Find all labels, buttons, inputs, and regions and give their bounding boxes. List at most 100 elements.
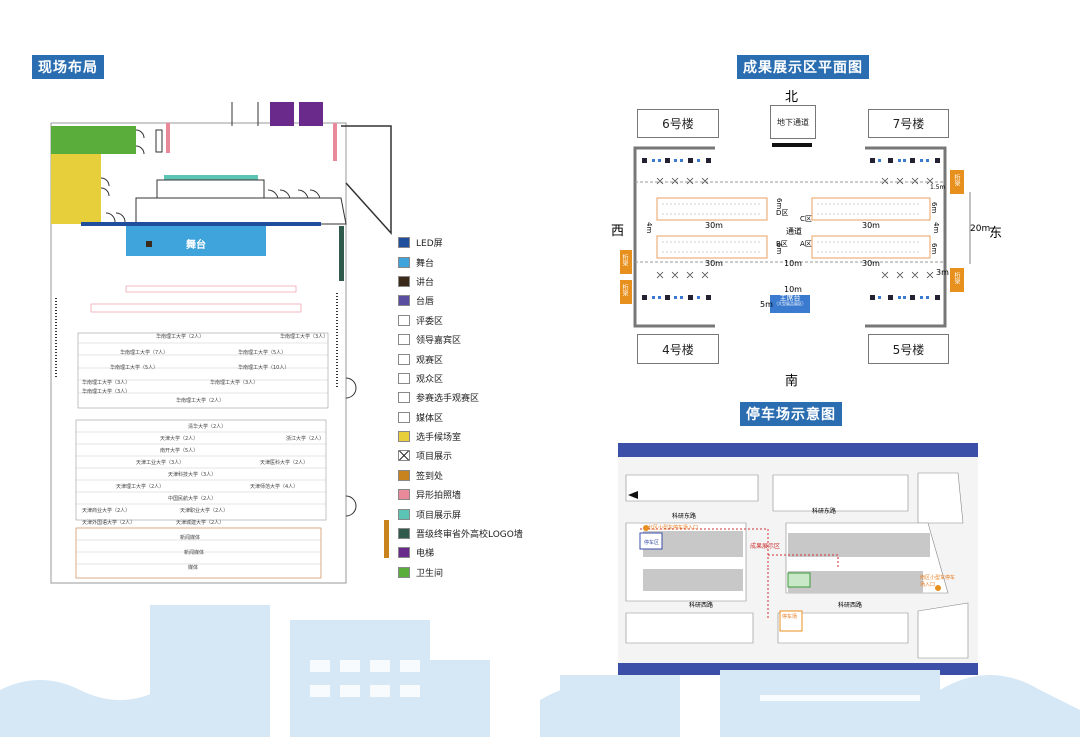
- dim-6m-2: 6m: [930, 202, 938, 214]
- legend-swatch: [398, 314, 410, 326]
- seat-label: 中国民航大学（2人）: [168, 496, 217, 502]
- truss-label-e1: 桁架: [953, 174, 960, 186]
- legend-item: 异形拍照墙: [398, 485, 523, 504]
- dim-5m: 5m: [760, 300, 773, 309]
- seat-label: 新闻媒体: [180, 535, 201, 541]
- parking-label-exhibit: 成果展示区: [750, 543, 781, 550]
- underpass: 地下通道: [770, 105, 816, 139]
- seat-label: 媒体: [188, 565, 199, 571]
- direction-north: 北: [785, 90, 799, 105]
- legend-item: 媒体区: [398, 408, 523, 427]
- elevator-2: [299, 102, 323, 126]
- parking-label-south: 南区小型车停车场入口: [920, 575, 956, 588]
- building-7: 7号楼: [868, 109, 949, 138]
- legend-item: 卫生间: [398, 563, 523, 582]
- legend-label: 参赛选手观赛区: [416, 394, 480, 405]
- elevator-1: [270, 102, 294, 126]
- dim-3m: 3m: [936, 268, 949, 277]
- legend-item: 领导嘉宾区: [398, 330, 523, 349]
- legend-item: 签到处: [398, 466, 523, 485]
- building-4: 4号楼: [637, 334, 719, 364]
- legend-swatch: [398, 431, 410, 443]
- seat-label-group: 华南理工大学（2人） 华南理工大学（3人） 华南理工大学（7人） 华南理工大学（…: [80, 333, 330, 583]
- dim-4m-east: 4m: [932, 222, 940, 234]
- legend-swatch: [398, 295, 410, 307]
- main-stage-subtitle: （大型展品展区）: [774, 301, 806, 306]
- dim-6m-4: 6m: [930, 243, 938, 255]
- dim-6m-3: 6m: [775, 243, 783, 255]
- seat-label: 天津大学（2人）: [160, 436, 199, 442]
- dim-4m-west: 4m: [645, 222, 653, 234]
- seat-label: 浙江大学（2人）: [286, 436, 325, 442]
- legend-item: 讲台: [398, 272, 523, 291]
- zone-d: D区: [776, 209, 789, 217]
- legend-item: 选手候场室: [398, 427, 523, 446]
- legend-swatch: [398, 275, 410, 287]
- legend-label: 项目展示屏: [416, 510, 462, 521]
- road-west-2: 科研西路: [838, 602, 863, 609]
- venue-layout-map: [50, 102, 392, 584]
- road-east-2: 科研东路: [812, 508, 837, 515]
- seat-label: 天津理工大学（2人）: [116, 484, 165, 490]
- legend-label: 晋级终审省外高校LOGO墙: [416, 530, 523, 541]
- seat-label: 华南理工大学（3人）: [280, 334, 329, 340]
- legend-swatch: [398, 508, 410, 520]
- legend-label: 领导嘉宾区: [416, 336, 462, 347]
- skyline-decoration: [0, 605, 1080, 737]
- dim-30m-left: 30m: [705, 221, 723, 230]
- legend-swatch: [398, 372, 410, 384]
- channel-label: 通道: [786, 227, 802, 236]
- legend-label: LED屏: [416, 239, 443, 250]
- seat-label: 天津科技大学（3人）: [168, 472, 217, 478]
- legend-swatch: [398, 566, 410, 578]
- legend-item: 项目展示: [398, 446, 523, 465]
- building-5: 5号楼: [868, 334, 949, 364]
- dim-30m-right-2: 30m: [862, 259, 880, 268]
- legend-label: 评委区: [416, 316, 444, 327]
- seat-label: 华南理工大学（5人）: [238, 350, 287, 356]
- seat-label: 南开大学（5人）: [160, 448, 199, 454]
- legend-label: 电梯: [416, 549, 435, 560]
- seat-label: 天津商业大学（2人）: [82, 508, 131, 514]
- truss-label-w1: 桁架: [621, 254, 628, 266]
- legend-label: 选手候场室: [416, 433, 462, 444]
- seat-label: 华南理工大学（3人）: [82, 389, 131, 395]
- seat-label: 天津城建大学（2人）: [176, 520, 225, 526]
- legend-label: 媒体区: [416, 413, 444, 424]
- parking-zone-2: 停车场: [782, 614, 798, 620]
- legend-label: 异形拍照墙: [416, 491, 462, 502]
- truss-label-e2: 桁架: [953, 272, 960, 284]
- seat-label: 华南理工大学（7人）: [120, 350, 169, 356]
- legend-swatch: [398, 237, 410, 249]
- legend-item: 晋级终审省外高校LOGO墙: [398, 524, 523, 543]
- waiting-room: [51, 154, 101, 224]
- main-stage-title: 主席台: [779, 294, 801, 302]
- dim-10m-2: 10m: [784, 285, 802, 294]
- seat-label: 华南理工大学（3人）: [210, 380, 259, 386]
- legend-item: 评委区: [398, 311, 523, 330]
- right-section-title-1: 成果展示区平面图: [737, 55, 869, 79]
- legend-swatch: [398, 547, 410, 559]
- legend-swatch: [398, 353, 410, 365]
- seat-label: 清华大学（2人）: [188, 424, 227, 430]
- legend-item: 观赛区: [398, 349, 523, 368]
- legend-item: 舞台: [398, 252, 523, 271]
- legend-item: 观众区: [398, 369, 523, 388]
- dim-6m-1: 6m: [775, 198, 783, 210]
- legend-item: LED屏: [398, 233, 523, 252]
- exhibit-floorplan: [620, 143, 971, 328]
- stage-label: 舞台: [186, 240, 206, 251]
- seat-label: 华南理工大学（3人）: [82, 380, 131, 386]
- main-stage-label: 主席台 （大型展品展区）: [770, 295, 810, 306]
- dim-30m-right: 30m: [862, 221, 880, 230]
- dim-1-5m: 1.5m: [930, 184, 946, 191]
- direction-west: 西: [611, 224, 625, 239]
- legend-item: 项目展示屏: [398, 504, 523, 523]
- dim-10m: 10m: [784, 259, 802, 268]
- legend-swatch: [398, 256, 410, 268]
- seat-label: 天津工业大学（3人）: [136, 460, 185, 466]
- seat-label: 天津医科大学（2人）: [260, 460, 309, 466]
- legend-item: 台唇: [398, 291, 523, 310]
- truss-label-w2: 桁架: [621, 284, 628, 296]
- seat-label: 新闻媒体: [184, 550, 205, 556]
